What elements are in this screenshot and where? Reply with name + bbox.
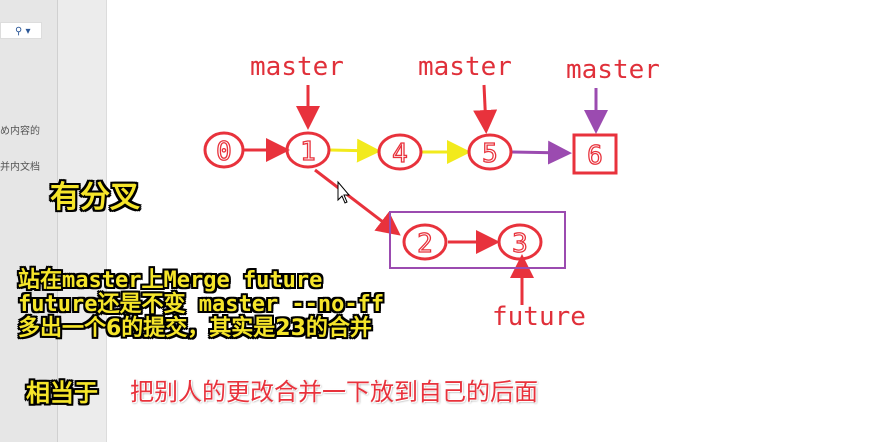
caption-line2: future还是不变 master --no-ff: [18, 292, 385, 317]
node-label: 3: [512, 229, 528, 259]
search-box[interactable]: ⚲ ▾: [0, 22, 42, 39]
caption-line1: 站在master上Merge future: [18, 268, 323, 293]
label-master: master: [418, 52, 512, 82]
side-text: め内容的: [0, 126, 40, 137]
node-label: 5: [482, 139, 498, 169]
node-5: [467, 133, 513, 171]
node-3: [497, 223, 543, 261]
caption-equiv-label: 相当于: [26, 379, 98, 407]
cursor-icon: [337, 180, 351, 204]
caption-branch: 有分叉: [50, 180, 140, 215]
node-6: [572, 133, 618, 175]
label-master: master: [566, 55, 660, 85]
caption-line3: 多出一个6的提交，其实是23的合并: [18, 316, 372, 341]
edge-1-2: [314, 168, 401, 236]
edge-1-4: [329, 138, 381, 163]
node-label: 0: [216, 137, 232, 167]
node-label: 4: [392, 139, 408, 169]
branch-box: [389, 211, 566, 269]
caption-equiv-text: 把别人的更改合并一下放到自己的后面: [130, 378, 538, 406]
label-future: future: [492, 302, 586, 332]
edge-5-6: [511, 140, 572, 165]
arrow-master2: [473, 84, 498, 134]
node-label: 1: [300, 137, 316, 167]
node-1: [285, 131, 331, 169]
node-label: 6: [587, 141, 603, 171]
node-4: [377, 133, 423, 171]
side-panel-secondary: [58, 0, 107, 442]
node-0: [203, 131, 245, 169]
search-icon: ⚲: [15, 26, 23, 37]
side-text: 并内文档: [0, 162, 40, 173]
node-2: [402, 223, 448, 261]
label-master: master: [250, 52, 344, 82]
node-label: 2: [417, 229, 433, 259]
chevron-down-icon: ▾: [25, 26, 31, 37]
side-panel: ⚲ ▾ め内容的 并内文档: [0, 0, 58, 442]
